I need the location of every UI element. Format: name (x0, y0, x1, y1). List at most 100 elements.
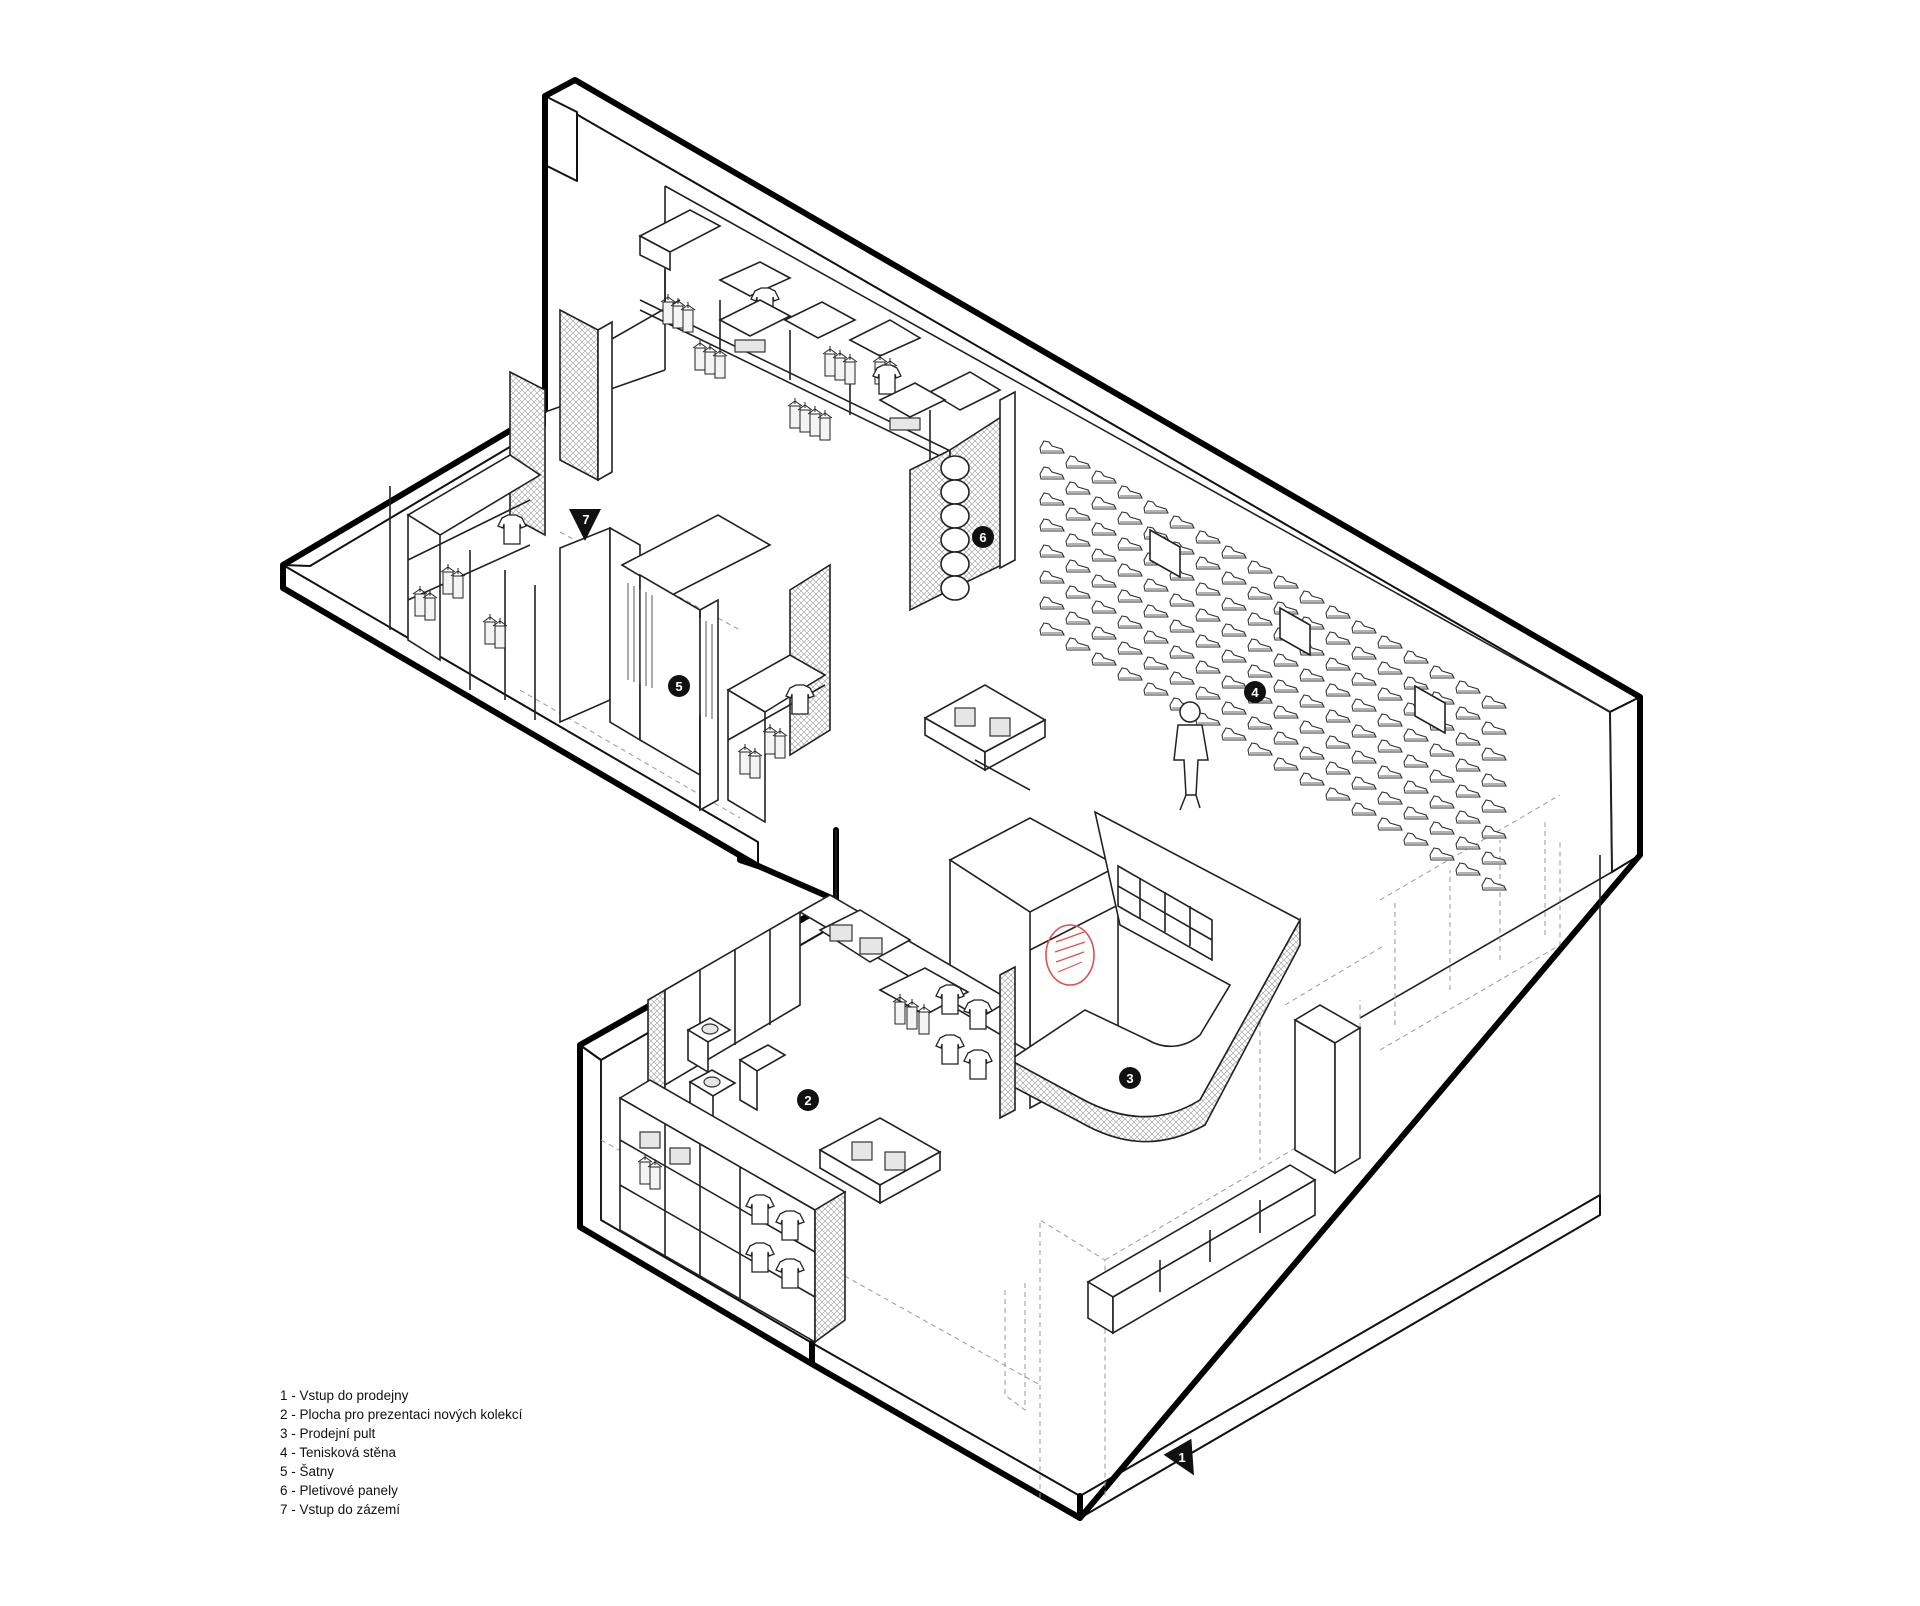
sneaker-icon (1169, 593, 1195, 607)
sneaker-icon (1195, 634, 1221, 648)
sneaker-icon (1377, 791, 1403, 805)
sneaker-icon (1195, 556, 1221, 570)
legend-item: 4 - Tenisková stěna (280, 1445, 397, 1460)
sneaker-icon (1403, 754, 1429, 768)
sneaker-icon (1221, 545, 1247, 559)
marker-5-label: 5 (675, 679, 682, 694)
sneaker-icon (1169, 515, 1195, 529)
mesh-panel (999, 965, 1016, 1120)
sneaker-icon (1143, 604, 1169, 618)
sneaker-icon (1481, 773, 1507, 787)
legend-item: 1 - Vstup do prodejny (280, 1388, 409, 1403)
sneaker-icon (1169, 645, 1195, 659)
sneaker-icon (1455, 862, 1481, 876)
sneaker-icon (1091, 496, 1117, 510)
sneaker-icon (1039, 544, 1065, 558)
sneaker-icon (1247, 664, 1273, 678)
sneaker-icon (1221, 701, 1247, 715)
marker-2-label: 2 (804, 1093, 811, 1108)
disc-stack (940, 455, 970, 601)
sneaker-icon (1455, 784, 1481, 798)
sneaker-icon (1273, 705, 1299, 719)
mesh-panel (559, 308, 599, 482)
marker-7: 7 (569, 509, 601, 541)
mesh-panel (509, 370, 546, 537)
back-wall-cap (544, 95, 578, 182)
marker-6-label: 6 (979, 530, 986, 545)
sneaker-icon (1195, 608, 1221, 622)
sneaker-icon (1247, 612, 1273, 626)
sneaker-icon (1195, 660, 1221, 674)
sneaker-icon (1065, 533, 1091, 547)
sneaker-icon (1117, 537, 1143, 551)
marker-5: 5 (668, 675, 690, 697)
sneaker-icon (1273, 679, 1299, 693)
sneaker-icon (1481, 747, 1507, 761)
sneaker-icon (1325, 631, 1351, 645)
legend-item: 5 - Šatny (280, 1464, 335, 1479)
sneaker-icon (1299, 694, 1325, 708)
sneaker-icon (1143, 630, 1169, 644)
sneaker-icon (1091, 548, 1117, 562)
sneaker-wall-frames (1149, 528, 1446, 735)
sneaker-icon (1065, 637, 1091, 651)
sneaker-icon (1143, 500, 1169, 514)
marker-1-label: 1 (1178, 1450, 1185, 1465)
sneaker-icon (1273, 653, 1299, 667)
fitting-wall (559, 526, 611, 724)
legend-item: 7 - Vstup do zázemí (280, 1502, 401, 1517)
logo-mark (1045, 924, 1095, 986)
sneaker-icon (1481, 825, 1507, 839)
outline-left (280, 109, 761, 869)
sneaker-icon (1221, 675, 1247, 689)
sneaker-icon (1247, 742, 1273, 756)
sneaker-icon (1481, 721, 1507, 735)
sneaker-icon (1455, 810, 1481, 824)
sneaker-icon (1325, 657, 1351, 671)
sneaker-icon (1377, 713, 1403, 727)
marker-2: 2 (797, 1089, 819, 1111)
sneaker-icon (1481, 877, 1507, 891)
curtains (627, 583, 713, 719)
legend-item: 3 - Prodejní pult (280, 1426, 376, 1441)
sneaker-icon (1065, 611, 1091, 625)
sneaker-icon (1065, 455, 1091, 469)
sneaker-icon (1325, 735, 1351, 749)
sneaker-icon (1377, 817, 1403, 831)
sneaker-icon (1195, 686, 1221, 700)
sneaker-icon (1455, 706, 1481, 720)
sneaker-icon (1065, 507, 1091, 521)
marker-7-label: 7 (582, 512, 589, 527)
sneaker-icon (1221, 623, 1247, 637)
sneaker-icon (1273, 757, 1299, 771)
front-left-shelving (618, 1079, 847, 1344)
sneaker-icon (1117, 615, 1143, 629)
sneaker-icon (1325, 683, 1351, 697)
marker-4: 4 (1244, 681, 1266, 703)
sneaker-icon (1403, 832, 1429, 846)
sneaker-icon (1429, 665, 1455, 679)
sneaker-icon (1351, 698, 1377, 712)
sneaker-icon (1091, 574, 1117, 588)
sneaker-icon (1091, 600, 1117, 614)
sneaker-icon (1039, 492, 1065, 506)
marker-4-label: 4 (1251, 685, 1259, 700)
sneaker-icon (1117, 667, 1143, 681)
sneaker-icon (1403, 780, 1429, 794)
sneaker-icon (1221, 727, 1247, 741)
sneaker-icon (1377, 739, 1403, 753)
legend: 1 - Vstup do prodejny 2 - Plocha pro pre… (280, 1386, 522, 1519)
sneaker-icon (1351, 724, 1377, 738)
outline-notch (737, 855, 839, 903)
marker-3-label: 3 (1126, 1071, 1133, 1086)
legend-item: 6 - Pletivové panely (280, 1483, 398, 1498)
sneaker-icon (1065, 481, 1091, 495)
sneaker-icon (1481, 799, 1507, 813)
sneaker-icon (1273, 731, 1299, 745)
sneaker-icon (1221, 649, 1247, 663)
right-wall-cap (1609, 696, 1641, 873)
sneaker-icon (1221, 571, 1247, 585)
sneaker-icon (1039, 570, 1065, 584)
